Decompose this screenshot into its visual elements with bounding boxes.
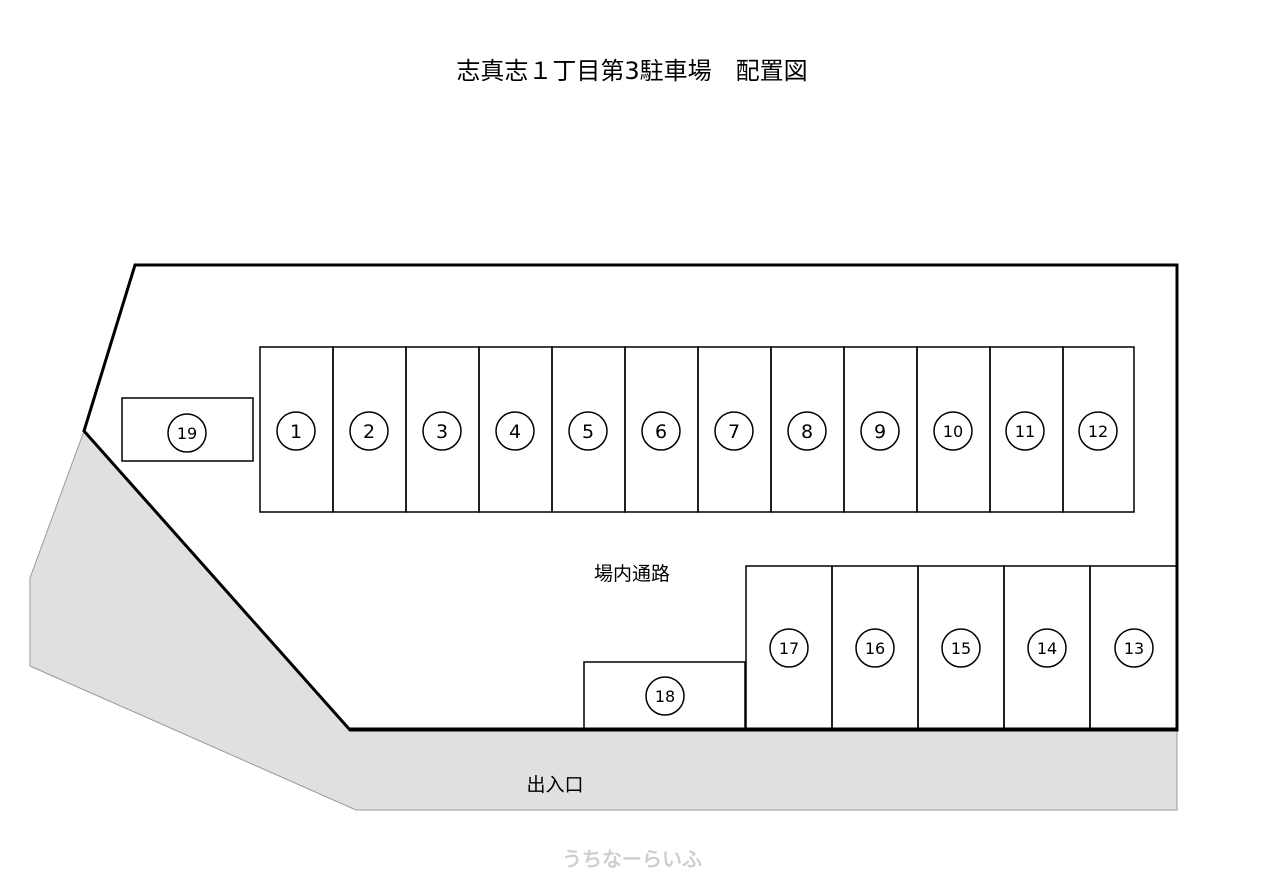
space-number-4: 4 — [509, 421, 521, 443]
space-marker-15 — [941, 628, 981, 668]
space-number-15: 15 — [951, 639, 971, 658]
passage-label: 場内通路 — [594, 563, 670, 585]
parking-space-19 — [121, 397, 254, 462]
space-marker-16 — [855, 628, 895, 668]
space-number-11: 11 — [1015, 422, 1035, 441]
space-marker-2 — [349, 411, 389, 451]
space-marker-17 — [769, 628, 809, 668]
space-marker-9 — [860, 411, 900, 451]
space-number-13: 13 — [1124, 639, 1144, 658]
space-number-3: 3 — [436, 421, 448, 443]
space-number-10: 10 — [943, 422, 963, 441]
watermark: うちなーらいふ — [562, 847, 702, 871]
space-marker-19 — [167, 413, 207, 453]
space-number-8: 8 — [801, 421, 813, 443]
space-number-16: 16 — [865, 639, 885, 658]
top-row-numbers: 1 2 3 4 5 6 7 8 9 10 11 12 — [276, 411, 1118, 451]
space-number-19: 19 — [177, 424, 197, 443]
space-marker-4 — [495, 411, 535, 451]
top-row-stalls — [259, 346, 1135, 513]
space-marker-13 — [1114, 628, 1154, 668]
space-number-5: 5 — [582, 421, 594, 443]
space-number-2: 2 — [363, 421, 375, 443]
space-marker-12 — [1078, 411, 1118, 451]
space-marker-7 — [714, 411, 754, 451]
page-title: 志真志１丁目第3駐車場 配置図 — [456, 57, 807, 85]
space-marker-6 — [641, 411, 681, 451]
space-marker-10 — [933, 411, 973, 451]
space-number-7: 7 — [728, 421, 740, 443]
space-number-14: 14 — [1037, 639, 1057, 658]
space-number-17: 17 — [779, 639, 799, 658]
space-marker-5 — [568, 411, 608, 451]
parking-space-12 — [1062, 346, 1135, 513]
space-marker-1 — [276, 411, 316, 451]
space-marker-8 — [787, 411, 827, 451]
entrance-label: 出入口 — [526, 774, 583, 796]
space-marker-11 — [1005, 411, 1045, 451]
space-marker-3 — [422, 411, 462, 451]
space-number-1: 1 — [290, 421, 302, 443]
space-marker-14 — [1027, 628, 1067, 668]
space-number-18: 18 — [655, 687, 675, 706]
space-number-12: 12 — [1088, 422, 1108, 441]
space-number-6: 6 — [655, 421, 667, 443]
space-marker-18 — [645, 676, 685, 716]
space-number-9: 9 — [874, 421, 886, 443]
